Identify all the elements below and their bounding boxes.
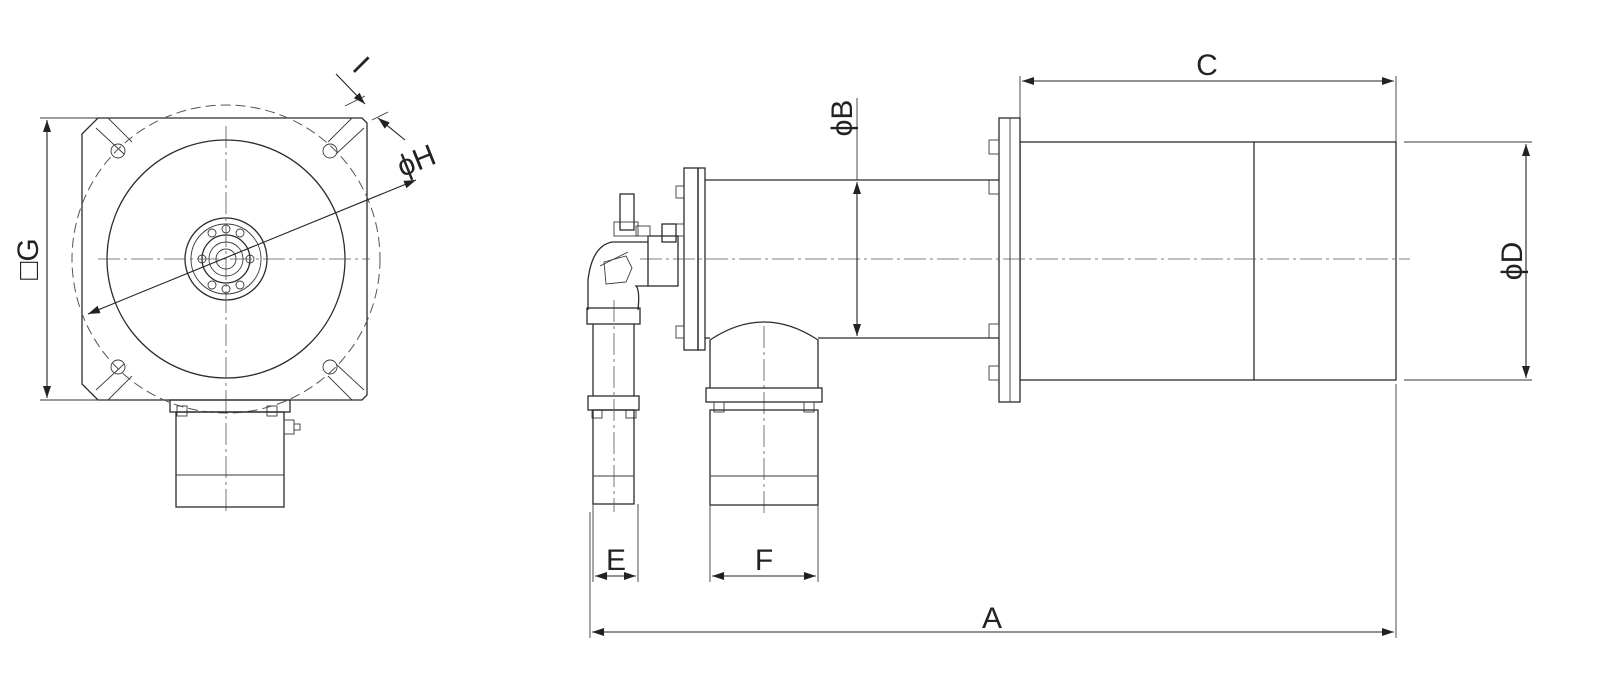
inner-pipe xyxy=(705,179,999,339)
outer-cylinder xyxy=(1019,141,1397,381)
dimension-f xyxy=(709,505,819,582)
label-g: □G xyxy=(12,238,45,279)
main-flange xyxy=(988,117,1021,403)
side-view xyxy=(586,76,1532,638)
dimension-e xyxy=(592,504,639,582)
label-h: ϕH xyxy=(392,139,440,184)
dimension-h xyxy=(87,179,417,315)
front-view xyxy=(40,73,417,514)
label-c: C xyxy=(1196,49,1218,82)
label-e: E xyxy=(606,544,626,577)
dimension-g xyxy=(40,117,98,401)
label-d: ϕD xyxy=(1496,242,1529,280)
label-b: ϕB xyxy=(826,100,859,137)
label-i: I xyxy=(346,51,375,80)
elbow-assembly xyxy=(586,193,679,512)
dimension-c xyxy=(1019,76,1397,142)
label-f: F xyxy=(755,544,773,577)
label-a: A xyxy=(982,602,1002,635)
square-flange xyxy=(81,117,368,401)
dimension-a xyxy=(589,384,1397,638)
dimension-d xyxy=(1404,141,1532,381)
dimension-i xyxy=(335,73,406,141)
lower-body xyxy=(705,321,823,516)
bottom-connection xyxy=(169,399,301,508)
corner-slots xyxy=(95,117,365,401)
